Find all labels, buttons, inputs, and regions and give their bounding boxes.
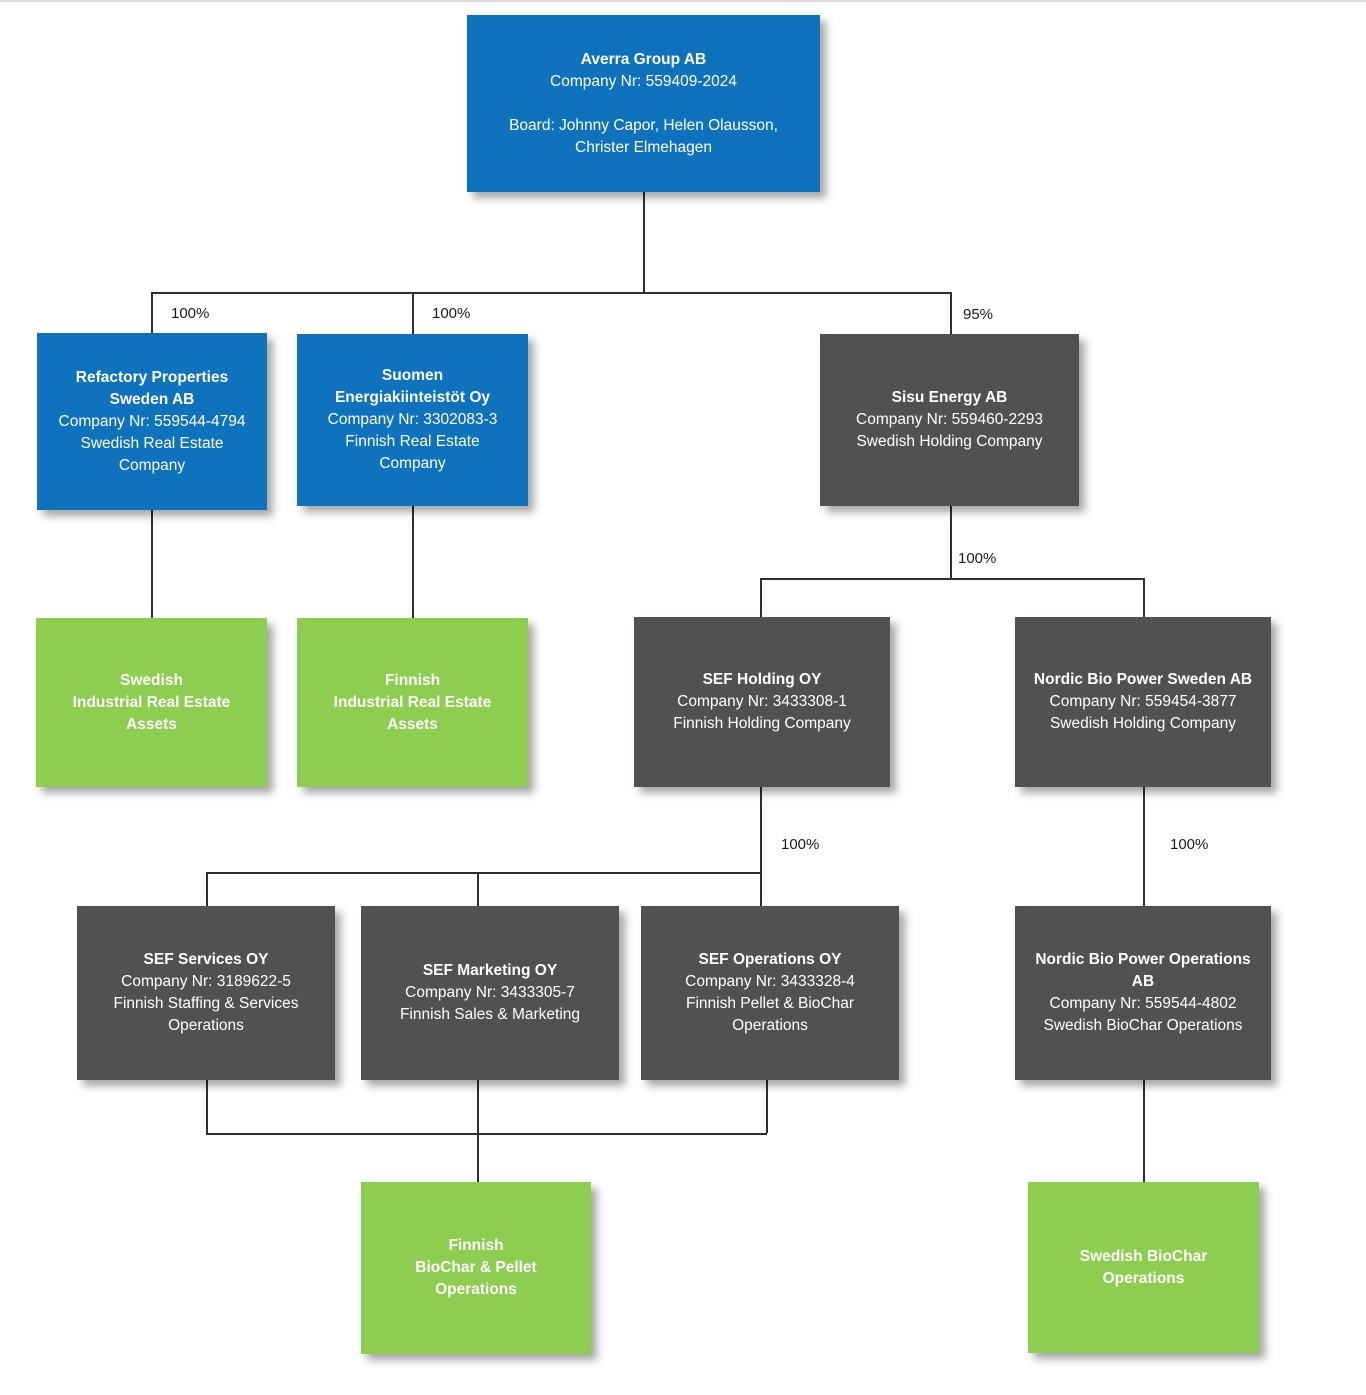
node-body-line: Company Nr: 3433308-1 [677,693,847,710]
node-body-line: Company Nr: 3433328-4 [685,973,855,990]
connector-line [206,1080,208,1133]
ownership-label: 100% [432,305,471,322]
node-title-line: Assets [126,715,177,733]
connector-line [950,292,952,335]
node-body-line: Company Nr: 3433305-7 [405,984,575,1001]
ownership-label: 95% [963,306,994,323]
connector-line [766,1080,768,1133]
node-title-line: Sweden AB [109,390,195,408]
node-body-line: Finnish Real Estate [345,433,480,450]
connector-line [1143,787,1145,906]
node-title-line: Sisu Energy AB [891,389,1008,406]
node-body-line: Finnish Staffing & Services [113,995,299,1012]
node-title-line: Refactory Properties [75,368,229,386]
node-body-line: Swedish Real Estate [80,434,224,452]
node-title-line: Industrial Real Estate [333,693,492,711]
node-body-line: Swedish Holding Company [856,433,1043,450]
node-title-line: Swedish [120,671,183,689]
node-body-line: Finnish Holding Company [673,715,851,732]
connector-line [206,1133,767,1135]
connector-line [477,1080,479,1182]
node-body-line: Finnish Pellet & BioChar [686,995,854,1012]
node-title-line: Averra Group AB [580,50,707,68]
connector-line [412,506,414,618]
node-body-line: Swedish Holding Company [1049,715,1237,732]
node-body-line: Company Nr: 3189622-5 [121,973,291,990]
node-title-line: SEF Marketing OY [422,962,558,979]
node-body-line: Company [379,455,446,472]
connector-line [206,872,208,906]
node-body-line: Christer Elmehagen [575,138,712,156]
node-title-line: Operations [435,1281,517,1298]
window-top-edge [0,0,1366,2]
node-body-line: Finnish Sales & Marketing [399,1006,581,1023]
ownership-label: 100% [781,836,820,853]
node-title-line: Industrial Real Estate [72,693,231,711]
node-body-line: Swedish BioChar Operations [1043,1017,1243,1034]
ownership-label: 100% [171,305,210,322]
node-title-line: SEF Services OY [143,951,269,968]
connector-line [151,292,153,334]
connector-line [151,510,153,618]
node-body-line: Board: Johnny Capor, Helen Olausson, [509,116,778,134]
node-body-line: Company Nr: 559454-3877 [1049,693,1237,710]
node-body-line: Company [118,456,186,474]
node-title-line: BioChar & Pellet [415,1259,537,1276]
node-title-line: SEF Holding OY [702,671,822,688]
node-body-line: Company Nr: 559544-4794 [58,412,246,430]
node-title-line: Suomen [381,367,444,384]
connector-line [206,872,761,874]
connector-line [760,787,762,906]
node-title-line: Assets [387,715,438,733]
node-title-line: Nordic Bio Power Sweden AB [1033,671,1253,688]
node-title-line: SEF Operations OY [698,951,842,968]
connector-line [643,191,645,292]
node-title-line: Swedish BioChar [1079,1247,1208,1265]
node-title-line: Finnish [384,671,441,689]
connector-line [412,292,414,335]
node-body-line: Operations [168,1017,244,1034]
node-body-line: Company Nr: 559544-4802 [1049,995,1237,1012]
connector-line [950,506,952,579]
connector-line [151,292,950,294]
connector-line [760,578,1144,580]
connector-line [760,578,762,617]
node-title-line: Energiakiinteistöt Oy [334,389,491,406]
connector-line [1143,578,1145,617]
node-title-line: Nordic Bio Power Operations [1035,951,1251,968]
connector-line [477,872,479,906]
connector-line [1143,1080,1145,1182]
node-body-line: Company Nr: 3302083-3 [327,411,498,428]
node-body-line: Operations [732,1017,808,1034]
node-title-line: Operations [1102,1269,1185,1287]
node-body-line: Company Nr: 559460-2293 [856,411,1043,428]
node-title-line: Finnish [448,1237,504,1254]
ownership-label: 100% [1170,836,1209,853]
node-body-line: Company Nr: 559409-2024 [550,72,737,90]
node-title-line: AB [1131,973,1155,990]
org-node-nordic-bio-power-sweden: Nordic Bio Power Sweden AB Company Nr: 55… [1015,617,1271,787]
ownership-label: 100% [958,550,997,567]
